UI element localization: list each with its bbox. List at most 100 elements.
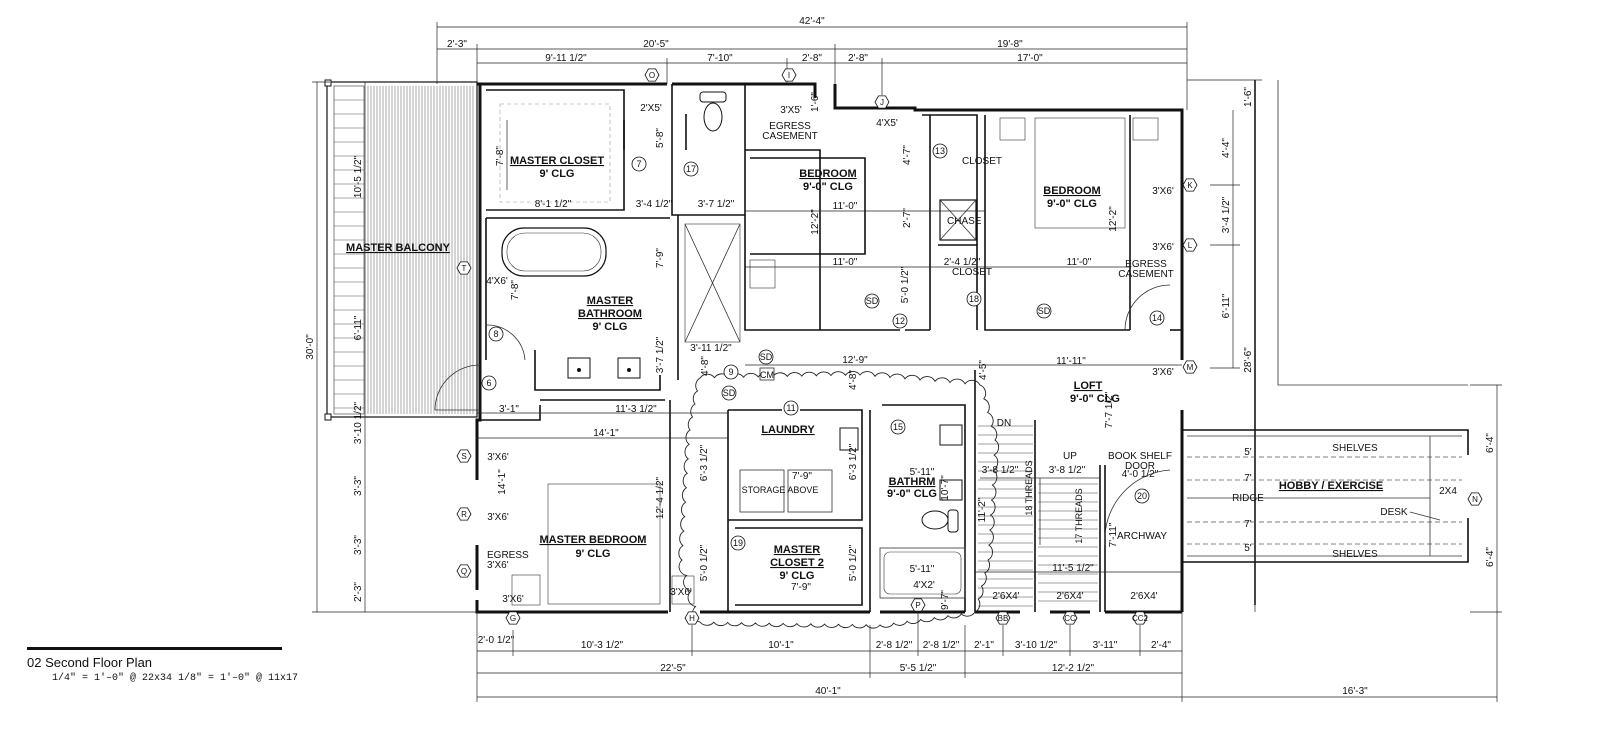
svg-text:L: L <box>1188 241 1193 250</box>
window-size: 3'X6' <box>502 594 524 605</box>
label-egress-2a: EGRESS <box>1125 259 1167 270</box>
label-chase: CHASE <box>947 216 982 227</box>
svg-text:7: 7 <box>636 159 641 169</box>
svg-text:H: H <box>689 614 695 623</box>
dim-mbr-11-3: 11'-3 1/2" <box>615 404 657 415</box>
fixtures <box>501 91 963 533</box>
dim-hall-4-8b: 4'-8" <box>848 370 859 390</box>
window-tag-hex-icon: J <box>874 95 890 109</box>
dim-mc2-7-9: 7'-9" <box>791 582 811 593</box>
dim-right-6-4b: 6'-4" <box>1485 547 1496 567</box>
dim-lau-6-3b: 6'-3 1/2" <box>848 443 859 480</box>
dim-left-30-0: 30'-0" <box>305 334 316 360</box>
dim-loft-7-7: 7'-7 1/2" <box>1104 391 1115 428</box>
svg-text:13: 13 <box>935 146 945 156</box>
dim-bot-2-0: 2'-0 1/2" <box>478 635 515 646</box>
dim-bot-10-1: 10'-1" <box>768 640 794 651</box>
label-closet-a: CLOSET <box>962 156 1002 167</box>
dim-left-2-3: 2'-3" <box>353 582 364 602</box>
dim-mbr-3-1: 3'-1" <box>499 404 519 415</box>
dim-2-8a: 2'-8" <box>802 53 822 64</box>
dim-7-10: 7'-10" <box>707 53 733 64</box>
dim-left-3-3b: 3'-3" <box>353 535 364 555</box>
dim-bot-2-8-1: 2'-8 1/2" <box>876 640 913 651</box>
dim-bot-3-10: 3'-10 1/2" <box>1015 640 1058 651</box>
dim-bd1-12-2: 12'-2" <box>810 209 821 235</box>
label-18-threads: 18 THREADS <box>1024 460 1034 515</box>
room-label-master-bathroom-1: MASTER <box>587 295 634 307</box>
door-tag: 19 <box>730 535 746 551</box>
bottom-dimensions: 2'-0 1/2" 10'-3 1/2" 10'-1" 2'-8 1/2" 2'… <box>476 612 1498 702</box>
svg-text:G: G <box>510 614 516 623</box>
hobby-details <box>1187 436 1462 556</box>
dim-right-6-4a: 6'-4" <box>1485 433 1496 453</box>
dim-bot-3-11: 3'-11" <box>1093 640 1118 651</box>
label-hobby-5b: 5' <box>1244 543 1252 554</box>
dim-sh-3-7: 3'-7 1/2" <box>698 199 735 210</box>
room-label-master-closet-2-2: CLOSET 2 <box>770 557 824 569</box>
dim-left-3-3a: 3'-3" <box>353 476 364 496</box>
dim-bd1-11a: 11'-0" <box>833 201 858 212</box>
window-tag-hex-icon: O <box>644 68 660 82</box>
room-label-master-bathroom-2: BATHROOM <box>578 308 642 320</box>
svg-text:Q: Q <box>461 567 467 576</box>
label-hobby-7a: 7' <box>1244 473 1252 484</box>
dim-19-8: 19'-8" <box>997 39 1023 50</box>
dim-right-6-11: 6'-11" <box>1221 293 1232 318</box>
window-size: 2'X5' <box>640 103 662 114</box>
room-clg-bedroom-2: 9'-0" CLG <box>1047 198 1097 210</box>
room-clg-master-closet: 9' CLG <box>539 168 574 180</box>
window-tag-hex-icon: H <box>684 611 700 625</box>
smoke-detector-icon: SD <box>1036 303 1052 319</box>
window-size: 3'X6' <box>670 587 692 598</box>
svg-text:J: J <box>880 98 884 107</box>
svg-text:20: 20 <box>1137 491 1147 501</box>
door-tag: 20 <box>1134 488 1150 504</box>
door-tag: 18 <box>966 291 982 307</box>
room-clg-bedroom-1: 9'-0" CLG <box>803 181 853 193</box>
label-egress-3-size: 3'X6' <box>487 560 509 571</box>
dim-bot-2-8-2: 2'-8 1/2" <box>923 640 960 651</box>
dim-st-7-11: 7'-11" <box>1108 522 1119 547</box>
dim-17-0: 17'-0" <box>1017 53 1043 64</box>
window-size: 4'X5' <box>876 118 898 129</box>
door-tag: 9 <box>723 364 739 380</box>
svg-text:15: 15 <box>893 422 903 432</box>
room-label-master-closet: MASTER CLOSET <box>510 155 604 167</box>
svg-text:N: N <box>1472 495 1478 504</box>
dim-loft-4-5: 4'-5" <box>978 360 989 380</box>
door-tag: 7 <box>631 156 647 172</box>
label-closet-b: CLOSET <box>952 267 992 278</box>
window-tag-hex-icon: R <box>456 507 472 521</box>
master-balcony: MASTER BALCONY <box>324 79 478 421</box>
svg-text:17: 17 <box>686 164 696 174</box>
door-tag: 6 <box>481 375 497 391</box>
room-clg-loft: 9'-0" CLG <box>1070 393 1120 405</box>
left-dimensions: 30'-0" 10'-5 1/2" 6'-11" 3'-10 1/2" 3'-3… <box>305 81 477 613</box>
dim-20-5: 20'-5" <box>643 39 669 50</box>
room-label-bedroom-2: BEDROOM <box>1043 185 1100 197</box>
room-label-loft: LOFT <box>1074 380 1103 392</box>
dim-ba-5-11: 5'-11" <box>910 467 935 478</box>
svg-text:S: S <box>461 452 466 461</box>
dim-bot-5-5: 5'-5 1/2" <box>900 663 937 674</box>
dim-bd1-11b: 11'-0" <box>833 257 858 268</box>
svg-text:14: 14 <box>1152 313 1162 323</box>
room-label-hobby: HOBBY / EXERCISE <box>1279 480 1383 492</box>
door-tag: 14 <box>1149 310 1165 326</box>
interior-dimensions: 7'-8" 8'-1 1/2" 3'-4 1/2" 5'-8" 3'-7 1/2… <box>477 92 1182 610</box>
window-size: 3'X6' <box>487 512 509 523</box>
window-tag-hex-icon: BB <box>995 611 1011 625</box>
svg-text:11: 11 <box>786 403 795 413</box>
dim-bot-40-1: 40'-1" <box>815 686 841 697</box>
dim-right-4-4: 4'-4" <box>1221 138 1232 158</box>
dim-bot-2-1: 2'-1" <box>974 640 994 651</box>
window-size: 2'6X4' <box>1130 591 1157 602</box>
door-tag: 12 <box>892 313 908 329</box>
svg-text:SD: SD <box>1038 306 1051 316</box>
window-tag-hex-icon: L <box>1182 238 1198 252</box>
dim-loft-11-11: 11'-11" <box>1056 356 1086 367</box>
label-shelves-bottom: SHELVES <box>1332 549 1378 560</box>
dim-mbr-14-1: 14'-1" <box>593 428 619 439</box>
door-tag: 15 <box>890 419 906 435</box>
